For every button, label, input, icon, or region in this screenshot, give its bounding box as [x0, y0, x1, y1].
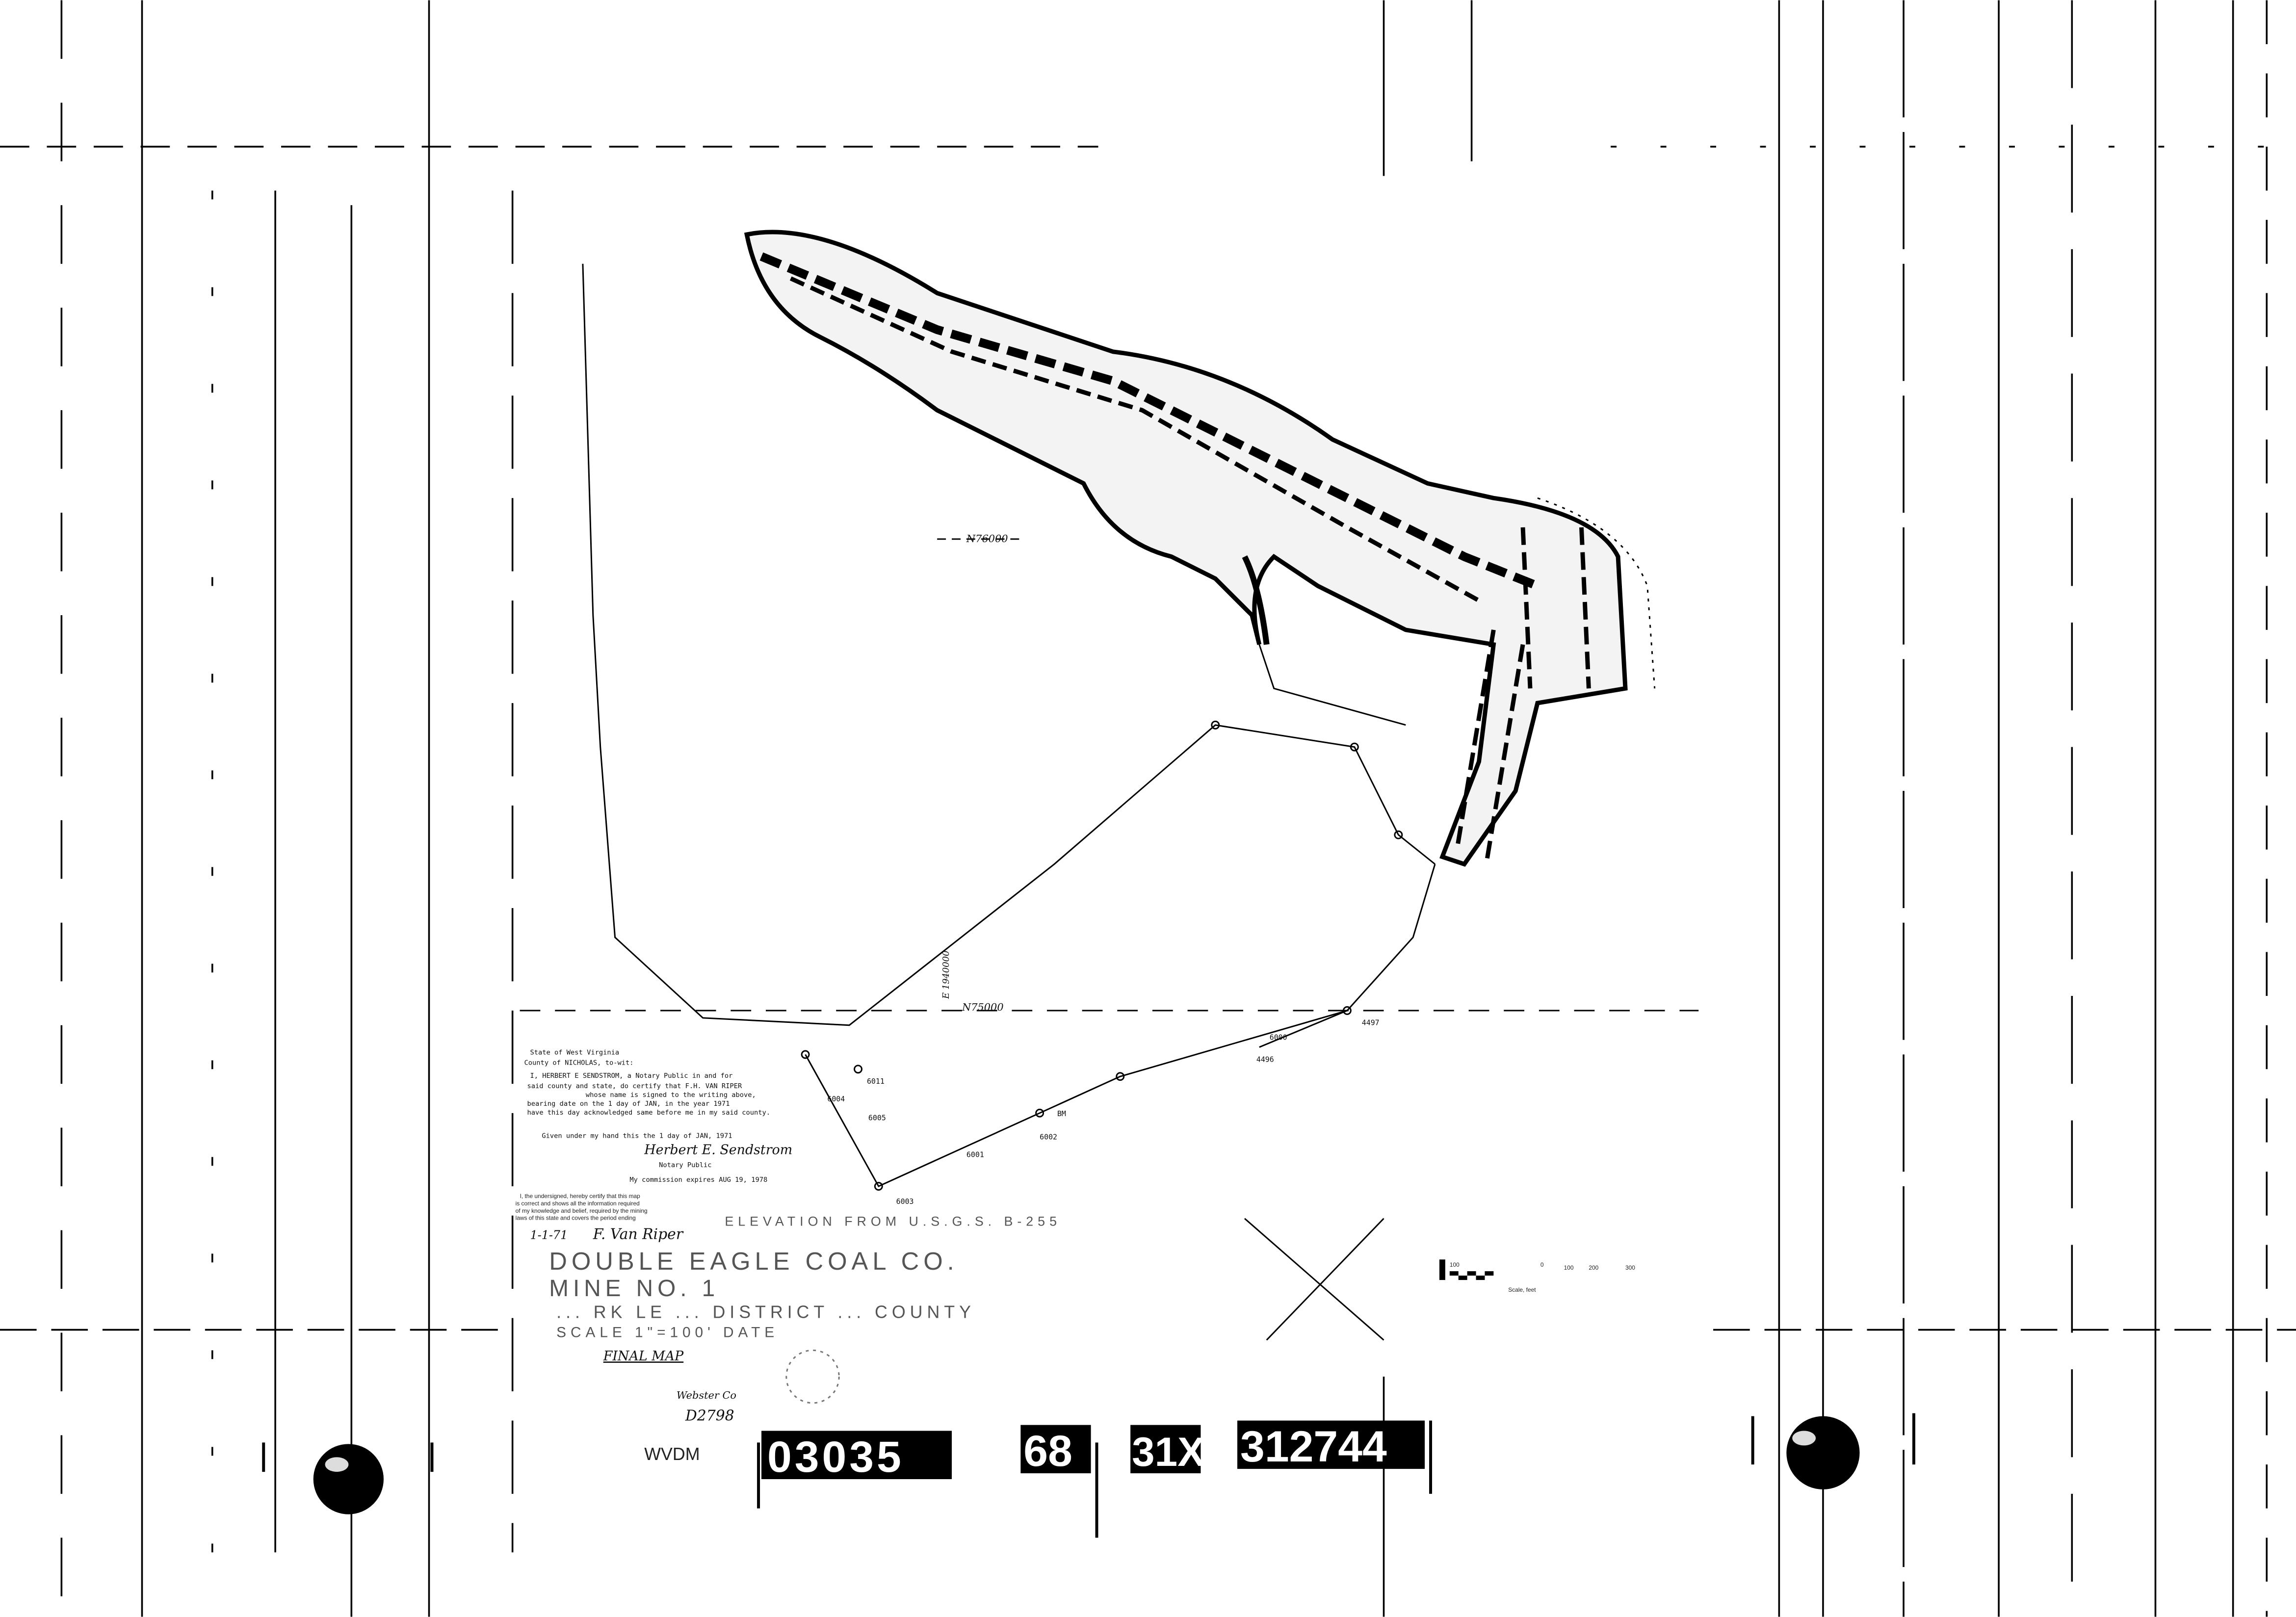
notary-line: whose name is signed to the writing abov…: [586, 1091, 756, 1099]
scale-label: 300: [1625, 1264, 1635, 1271]
notary-line: said county and state, do certify that F…: [527, 1082, 742, 1090]
station-label: 6002: [1040, 1133, 1057, 1142]
registration-mark-left: [262, 1442, 434, 1514]
scale-bar: 100 0 100 200 300 Scale, feet: [1439, 1259, 1635, 1293]
station-label: 6003: [896, 1197, 914, 1206]
film-id: WVDM 03035 68 31X 312744: [644, 1420, 1433, 1538]
company-name: DOUBLE EAGLE COAL CO.: [549, 1247, 958, 1275]
scale-date: SCALE 1"=100' DATE: [556, 1324, 779, 1340]
certificate-line: is correct and shows all the information…: [516, 1200, 640, 1207]
notary-line: have this day acknowledged same before m…: [527, 1109, 770, 1117]
certificate-date: 1-1-71: [530, 1228, 568, 1242]
seal-stamp: [785, 1349, 840, 1404]
survey-traverse: [520, 263, 1699, 1341]
map-id: D2798: [685, 1408, 734, 1425]
grid-label-north-upper: N76000: [966, 533, 1008, 545]
notary-line: State of West Virginia: [530, 1048, 619, 1056]
mine-workings: [744, 230, 1656, 867]
mine-name: MINE NO. 1: [549, 1276, 719, 1302]
notary-line: bearing date on the 1 day of JAN, in the…: [527, 1100, 730, 1108]
notary-certificate: State of West Virginia County of NICHOLA…: [524, 1048, 793, 1184]
county-note: Webster Co: [677, 1389, 736, 1401]
station-label: 4496: [1256, 1055, 1274, 1064]
notary-line: County of NICHOLAS, to-wit:: [524, 1059, 634, 1067]
film-code: 31X: [1132, 1429, 1205, 1475]
station-label: BM: [1057, 1109, 1066, 1118]
scale-label: 200: [1589, 1264, 1598, 1271]
station-label: 6000: [1270, 1033, 1287, 1042]
grid-label-north-lower: N75000: [962, 1001, 1004, 1013]
station-label: 6011: [867, 1077, 885, 1086]
film-roll: 03035: [767, 1432, 904, 1481]
surveyor-certificate: I, the undersigned, hereby certify that …: [516, 1193, 684, 1243]
district-county: ... RK LE ... DISTRICT ... COUNTY: [556, 1303, 975, 1322]
station-label: 6005: [868, 1114, 886, 1122]
station-label: 6004: [827, 1095, 845, 1103]
grid-label-east: E 1940000: [941, 951, 951, 999]
notary-signature: Herbert E. Sendstrom: [644, 1142, 792, 1157]
film-prefix: WVDM: [644, 1444, 700, 1464]
notary-line: Given under my hand this the 1 day of JA…: [542, 1132, 732, 1140]
scale-label: 0: [1540, 1261, 1544, 1268]
certificate-line: I, the undersigned, hereby certify that …: [520, 1193, 641, 1200]
surveyor-signature: F. Van Riper: [593, 1226, 684, 1243]
certificate-line: laws of this state and covers the period…: [516, 1215, 636, 1222]
station-label: 4497: [1362, 1018, 1380, 1027]
scale-caption: Scale, feet: [1508, 1286, 1536, 1293]
title-block: ELEVATION FROM U.S.G.S. B-255 DOUBLE EAG…: [549, 1214, 1061, 1425]
film-frame: 68: [1023, 1426, 1072, 1475]
notary-line: I, HERBERT E SENDSTROM, a Notary Public …: [530, 1072, 732, 1080]
registration-mark-right: [1751, 1413, 1915, 1489]
elevation-note: ELEVATION FROM U.S.G.S. B-255: [725, 1214, 1061, 1229]
notary-role: Notary Public: [659, 1161, 711, 1169]
station-labels: 6011 6005 6004 6003 6002 6001 6000 4496 …: [827, 1018, 1379, 1206]
final-map-label: FINAL MAP: [603, 1349, 684, 1364]
scale-label: 100: [1564, 1264, 1574, 1271]
certificate-line: of my knowledge and belief, required by …: [516, 1207, 648, 1214]
commission-expiry: My commission expires AUG 19, 1978: [629, 1176, 767, 1184]
film-number: 312744: [1240, 1422, 1387, 1471]
scale-label: 100: [1450, 1261, 1460, 1268]
station-label: 6001: [966, 1150, 984, 1159]
